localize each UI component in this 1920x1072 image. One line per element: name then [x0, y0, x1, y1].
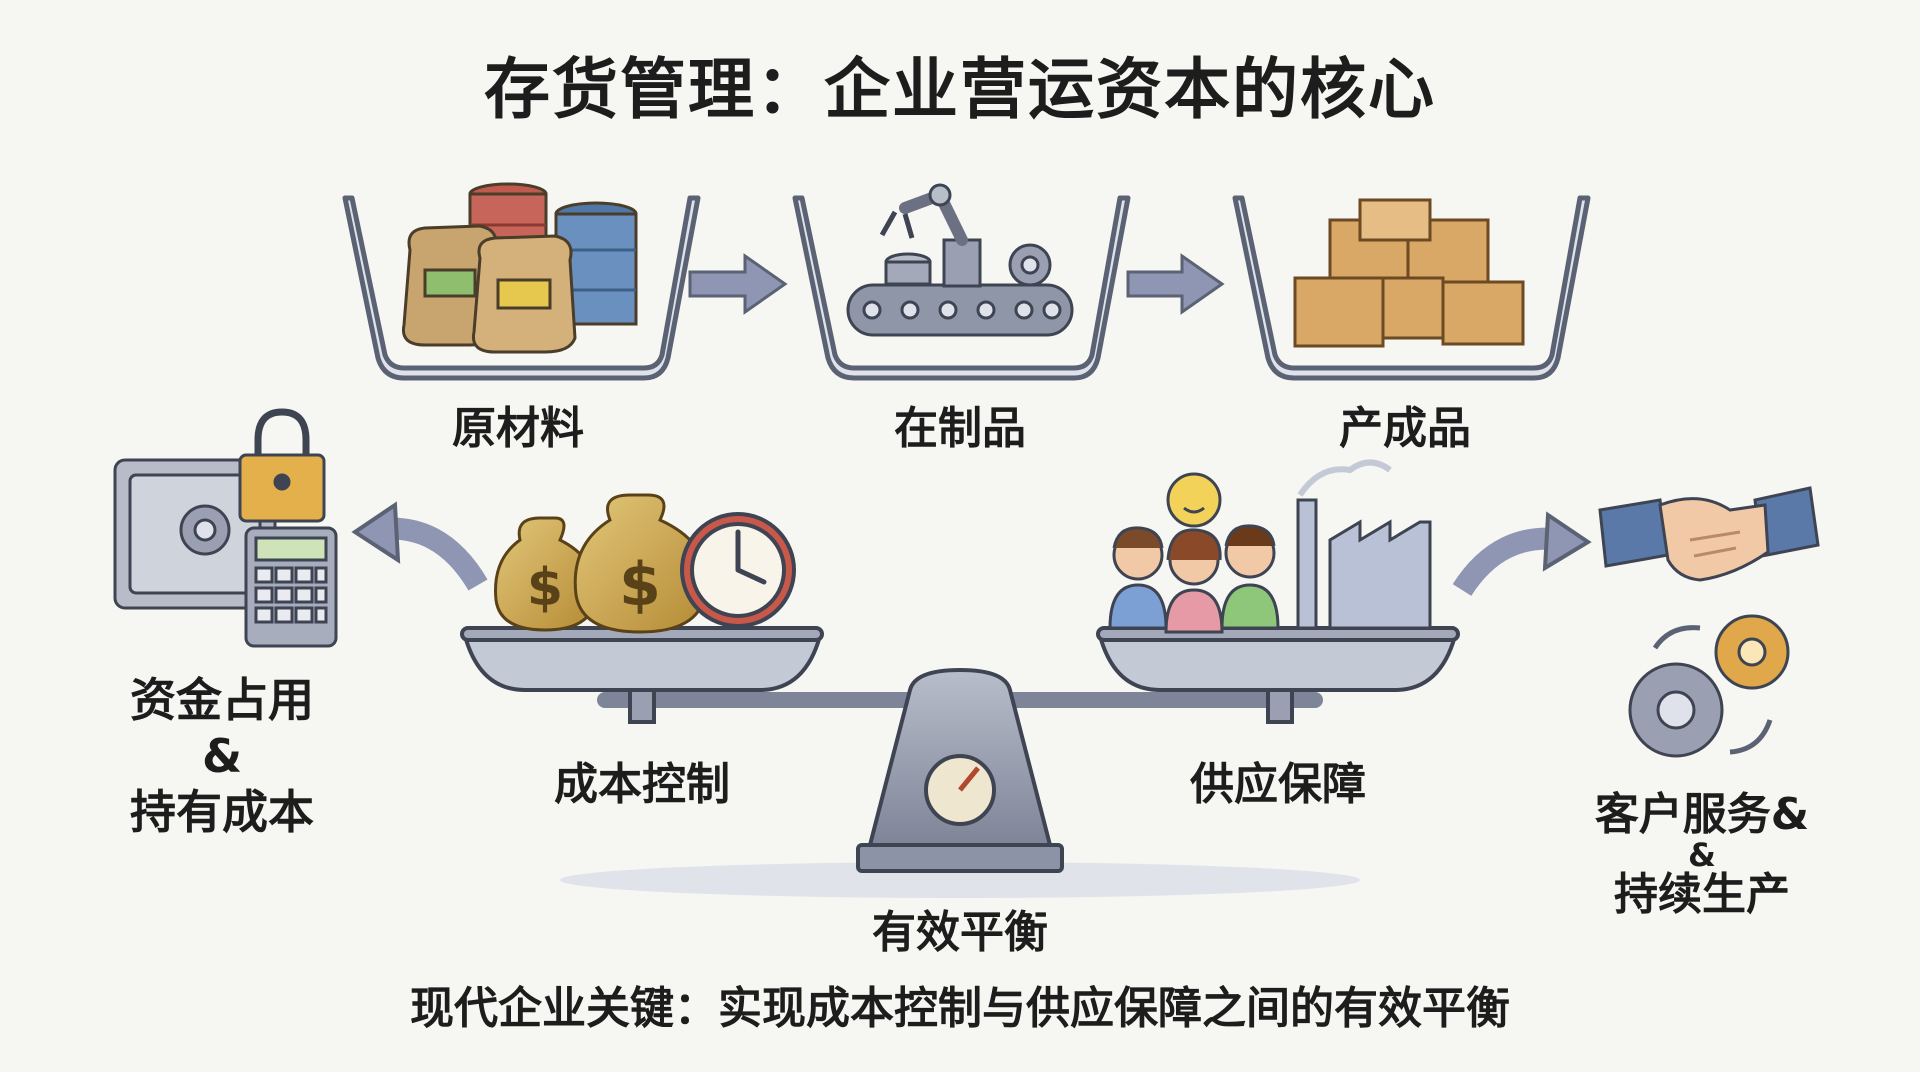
svg-text:$: $	[619, 550, 661, 620]
svg-text:$: $	[527, 558, 563, 618]
bin-finished-goods	[1232, 195, 1591, 381]
clock-icon	[680, 512, 796, 628]
right-side-line1: 客户服务&	[1594, 789, 1810, 840]
left-side-label: 资金占用 & 持有成本	[72, 672, 372, 840]
safe-calculator-icon	[113, 408, 338, 648]
bottom-caption: 现代企业关键：实现成本控制与供应保障之间的有效平衡	[410, 983, 1510, 1034]
stage-label-finished-goods: 产成品	[1339, 403, 1471, 454]
balance-center-label: 有效平衡	[872, 907, 1048, 958]
handshake-gears-icon	[1598, 486, 1820, 758]
right-pan-label: 供应保障	[1190, 759, 1366, 810]
bin-work-in-process	[792, 195, 1131, 381]
raw-materials-icon	[401, 182, 638, 354]
arrow-to-left-side	[351, 501, 488, 591]
right-side-label: 客户服务& & 持续生产	[1552, 792, 1852, 918]
flow-arrow-2	[1126, 253, 1225, 315]
left-side-line3: 持有成本	[130, 785, 314, 839]
stage-label-raw-materials: 原材料	[452, 403, 584, 454]
people-icon	[1108, 472, 1280, 634]
bin-raw-materials	[342, 195, 701, 381]
arrow-to-right-side	[1452, 511, 1592, 597]
balance-scale	[460, 626, 1460, 898]
right-side-line2: &	[1688, 836, 1716, 874]
money-bags-icon: $ $	[494, 493, 708, 634]
page-title: 存货管理：企业营运资本的核心	[484, 51, 1436, 128]
right-side-line3: 持续生产	[1614, 869, 1790, 920]
left-side-line1: 资金占用	[130, 673, 314, 727]
boxes-icon	[1293, 198, 1525, 348]
flow-arrow-1	[688, 253, 788, 315]
conveyor-robot-icon	[846, 183, 1074, 337]
left-pan-label: 成本控制	[554, 759, 730, 810]
factory-icon	[1296, 459, 1432, 630]
stage-label-work-in-process: 在制品	[894, 403, 1026, 454]
left-side-line2: &	[201, 729, 243, 783]
